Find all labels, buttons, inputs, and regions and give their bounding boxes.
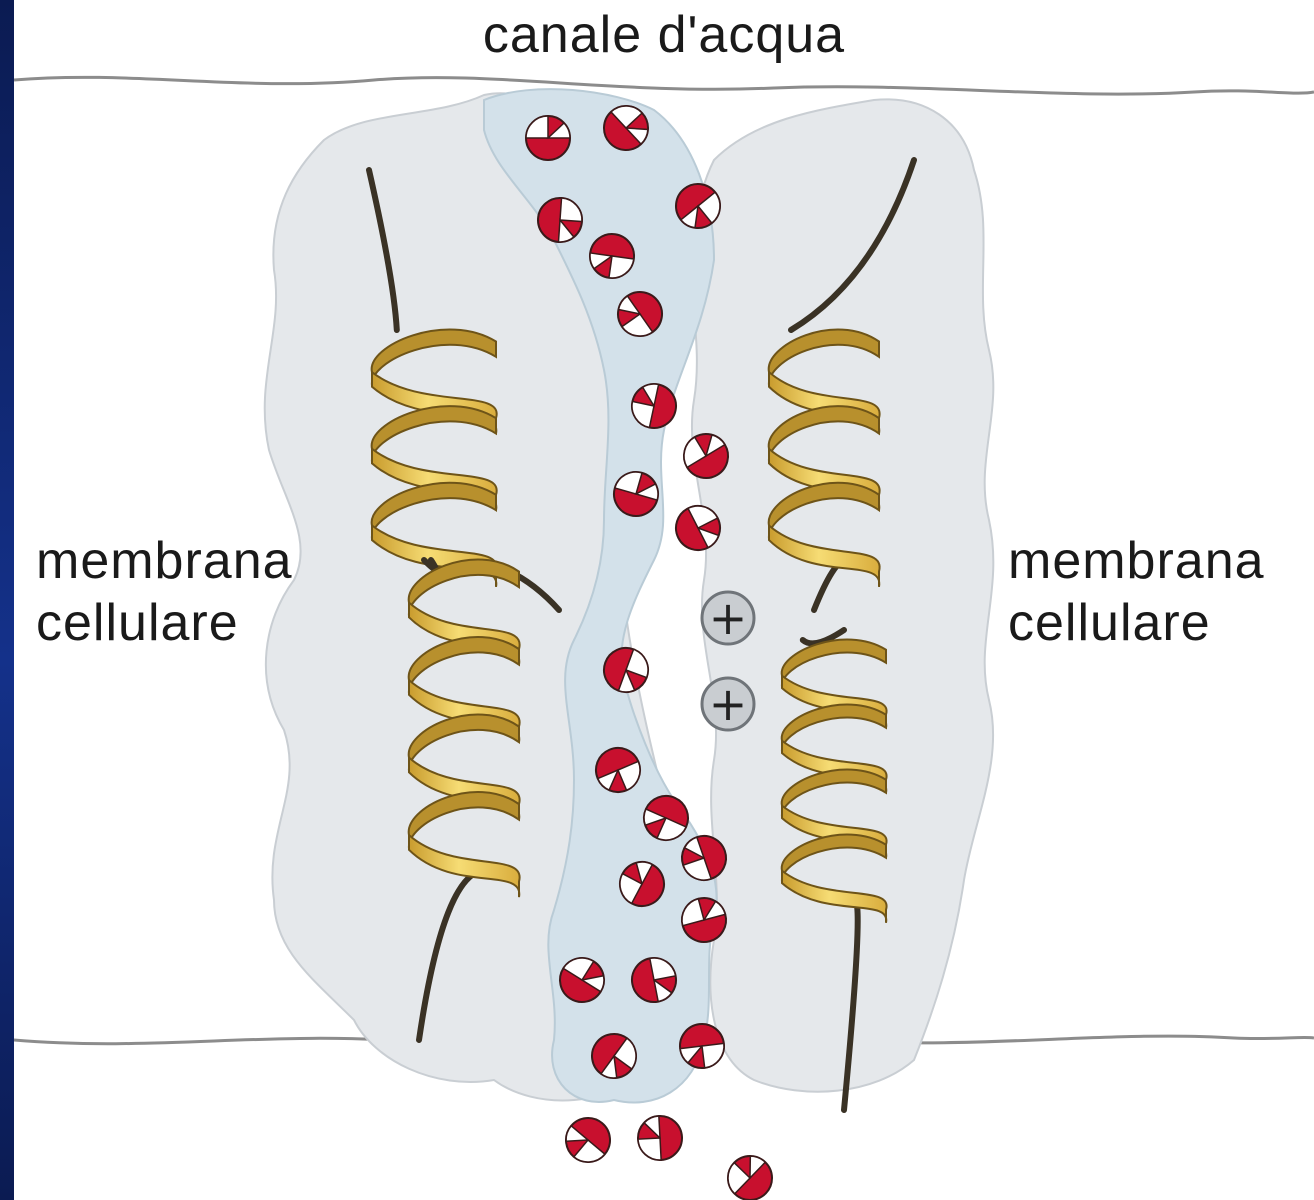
left-membrane-label: membrana cellulare	[36, 530, 293, 654]
water-molecule-icon	[526, 116, 570, 160]
diagram-panel: + + canale d'acqua membrana cellulare me…	[14, 0, 1314, 1200]
charge-symbol: +	[709, 591, 748, 645]
water-molecule-icon	[719, 1147, 781, 1200]
membrane-top-line	[14, 77, 1314, 94]
water-molecule-icon	[637, 1115, 683, 1161]
right-membrane-label-line2: cellulare	[1008, 592, 1265, 654]
channel-title: canale d'acqua	[14, 4, 1314, 66]
positive-charge-icon: +	[702, 591, 754, 645]
right-membrane-label-line1: membrana	[1008, 530, 1265, 592]
left-membrane-label-line1: membrana	[36, 530, 293, 592]
left-membrane-label-line2: cellulare	[36, 592, 293, 654]
water-molecule-icon	[557, 1109, 619, 1171]
right-membrane-label: membrana cellulare	[1008, 530, 1265, 654]
positive-charge-icon: +	[702, 677, 754, 731]
charge-symbol: +	[709, 677, 748, 731]
